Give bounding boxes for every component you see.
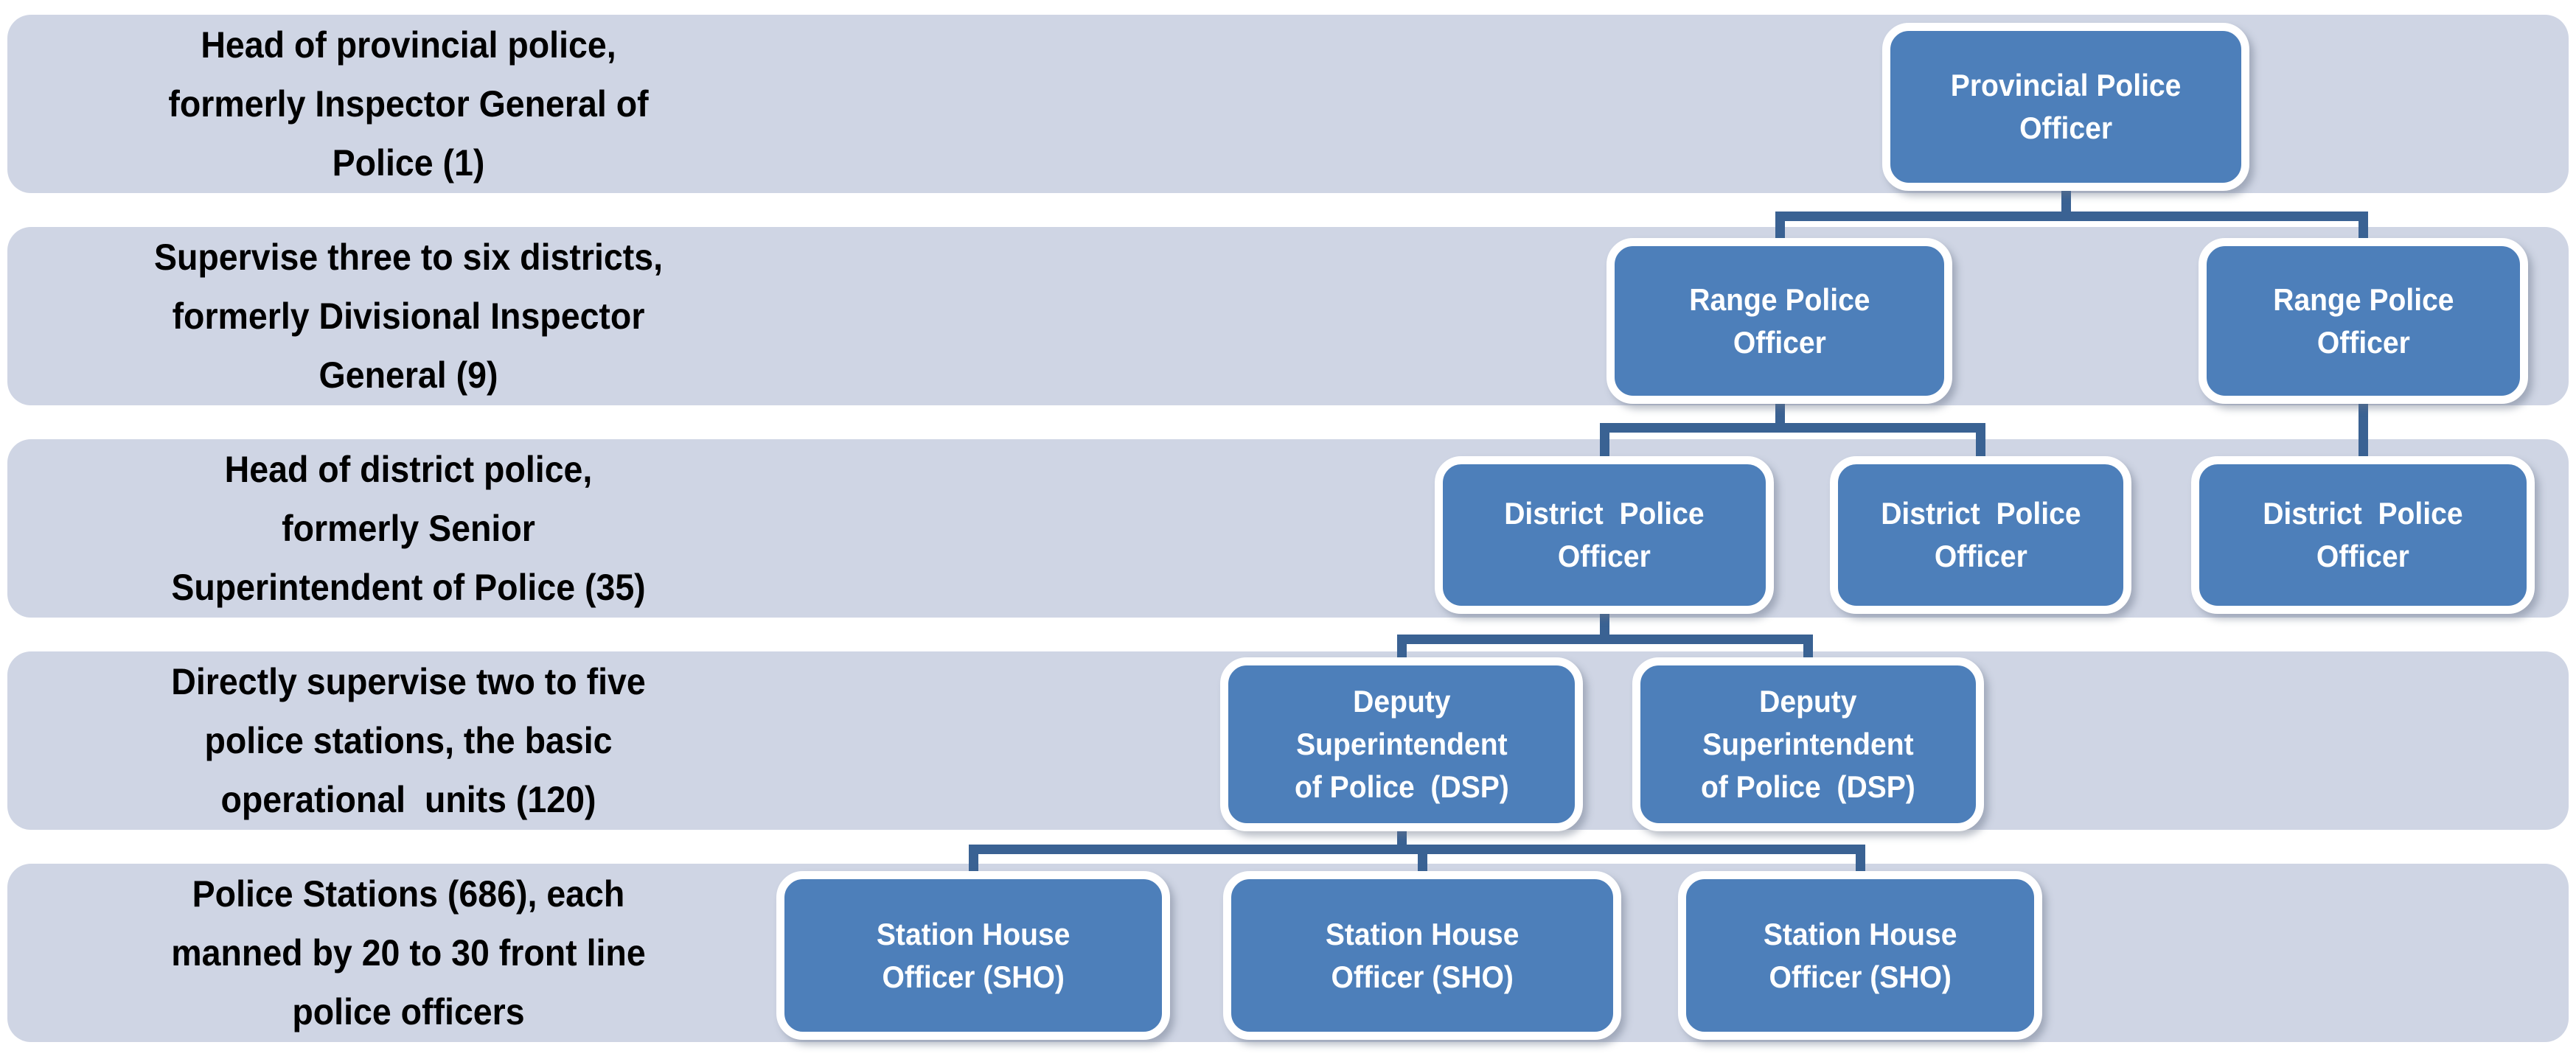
row-description-dsp: Directly supervise two to five police st…	[171, 661, 646, 820]
node-label: Deputy Superintendent of Police (DSP)	[1294, 684, 1509, 804]
node-range-police-officer-1: Range Police Officer	[1606, 238, 1952, 404]
row-description-range: Supervise three to six districts, former…	[153, 237, 664, 396]
node-label: District Police Officer	[1504, 496, 1705, 573]
node-station-house-officer-3: Station House Officer (SHO)	[1678, 871, 2042, 1040]
connector-district-2-drop	[1976, 423, 1985, 466]
node-station-house-officer-1: Station House Officer (SHO)	[776, 871, 1170, 1040]
connector-range-2-district-3	[2359, 394, 2368, 466]
node-deputy-superintendent-1: Deputy Superintendent of Police (DSP)	[1220, 657, 1583, 831]
node-label: District Police Officer	[1880, 496, 2081, 573]
connector-range-1-rail	[1600, 423, 1985, 433]
row-band-range: Supervise three to six districts, former…	[7, 227, 2569, 405]
row-description-provincial: Head of provincial police, formerly Insp…	[168, 24, 649, 184]
connector-dsp-1-rail	[969, 845, 1865, 854]
node-label: Provincial Police Officer	[1950, 68, 2182, 145]
node-district-police-officer-1: District Police Officer	[1435, 456, 1774, 614]
node-district-police-officer-3: District Police Officer	[2191, 456, 2535, 614]
row-band-district: Head of district police, formerly Senior…	[7, 439, 2569, 618]
connector-district-1-rail	[1397, 635, 1813, 644]
node-provincial-police-officer: Provincial Police Officer	[1882, 23, 2249, 191]
node-district-police-officer-2: District Police Officer	[1830, 456, 2131, 614]
row-description-district: Head of district police, formerly Senior…	[171, 449, 646, 608]
connector-provincial-rail	[1775, 212, 2368, 221]
node-station-house-officer-2: Station House Officer (SHO)	[1223, 871, 1621, 1040]
row-description-station: Police Stations (686), each manned by 20…	[171, 873, 646, 1032]
node-label: Range Police Officer	[2272, 282, 2454, 360]
connector-district-1-drop	[1600, 423, 1609, 466]
node-label: Range Police Officer	[1688, 282, 1870, 360]
node-deputy-superintendent-2: Deputy Superintendent of Police (DSP)	[1632, 657, 1984, 831]
node-label: District Police Officer	[2263, 496, 2463, 573]
node-range-police-officer-2: Range Police Officer	[2199, 238, 2528, 404]
node-label: Station House Officer (SHO)	[1763, 916, 1957, 994]
node-label: Deputy Superintendent of Police (DSP)	[1701, 684, 1915, 804]
node-label: Station House Officer (SHO)	[876, 916, 1071, 994]
node-label: Station House Officer (SHO)	[1325, 916, 1520, 994]
